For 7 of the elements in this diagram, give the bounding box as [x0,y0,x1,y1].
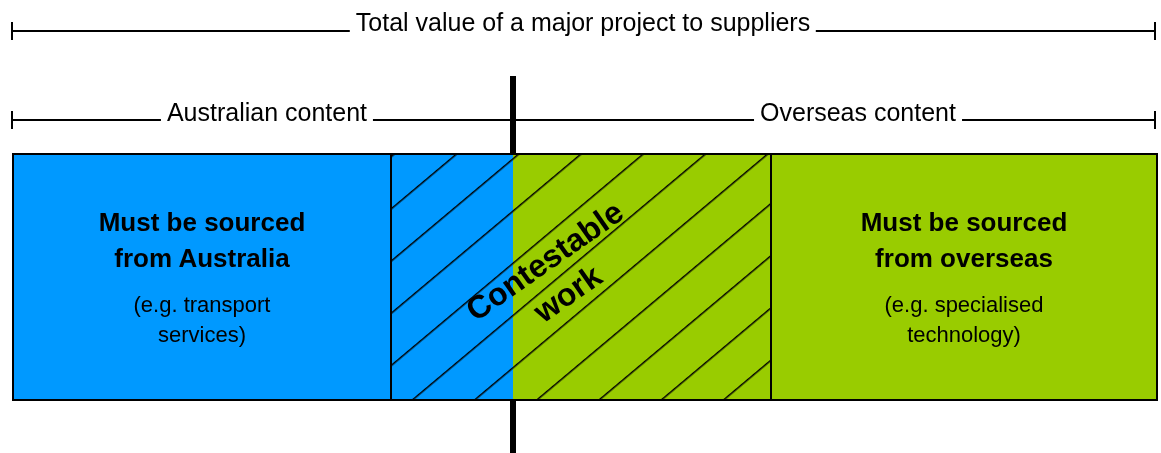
hatched-box [390,153,772,401]
box-heading: Must be sourced from overseas [859,206,1069,275]
box-heading: Must be sourced from Australia [97,206,307,275]
sourcing-box [12,153,392,401]
sourcing-box [770,153,1158,401]
example-text: (e.g. specialised technology) [883,291,1045,349]
example-text: (e.g. transport services) [132,291,272,349]
